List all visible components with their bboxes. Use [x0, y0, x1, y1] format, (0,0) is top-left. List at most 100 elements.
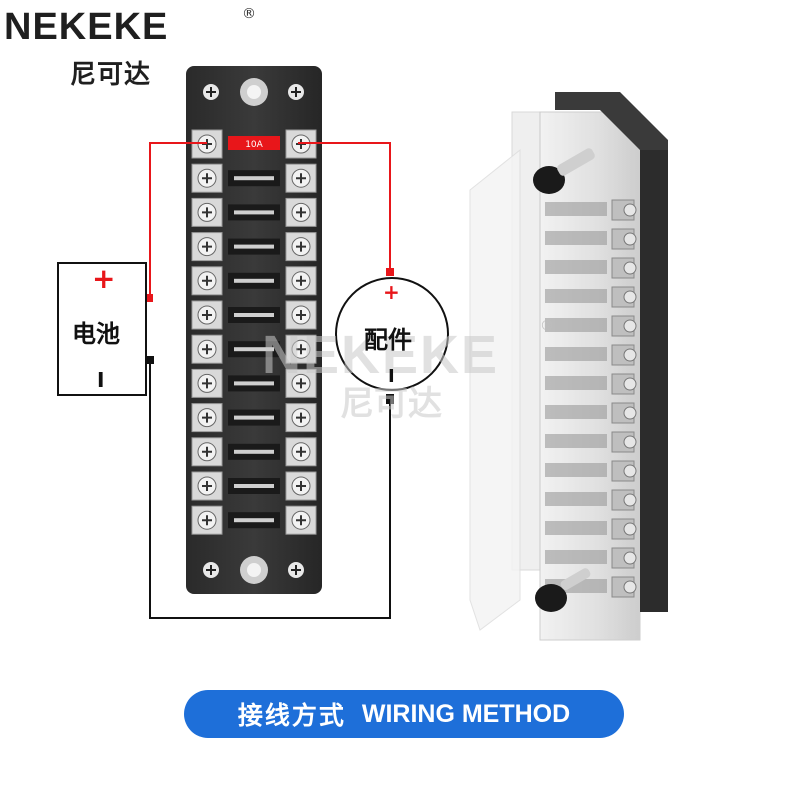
side-fuse-slot: [545, 289, 607, 303]
mount-screw-top-left-icon: [203, 84, 219, 100]
screw-slot: [202, 207, 212, 218]
side-fuse-slot: [545, 347, 607, 361]
battery-box: [57, 262, 147, 396]
side-fuse-slot: [545, 405, 607, 419]
accessory-circle: [335, 277, 449, 391]
logo-text: NEKEKE: [4, 6, 169, 48]
screw-slot: [296, 412, 306, 423]
side-terminal-screw-icon: [623, 580, 637, 594]
brand-name-cn: 尼可达: [70, 60, 152, 90]
side-terminal-screw-icon: [623, 261, 637, 275]
side-fuse-slot: [545, 318, 607, 332]
fuse-slot-contact: [234, 347, 274, 352]
fuse-slot-contact: [234, 244, 274, 249]
screw-slot: [202, 515, 212, 526]
wire-accessory-positive: [298, 142, 391, 272]
side-fuse-slot: [545, 260, 607, 274]
screw-slot: [296, 275, 306, 286]
screw-slot: [296, 481, 306, 491]
registered-mark: ®: [242, 6, 256, 22]
wire-terminal-battery-pos: [145, 294, 153, 302]
screw-slot: [296, 446, 306, 457]
side-terminal-screw-icon: [623, 435, 637, 449]
terminal-screw-icon: [291, 373, 311, 393]
terminal-screw-icon: [197, 237, 217, 257]
fuse-rating-tag: [228, 136, 280, 150]
accessory-positive-sign: +: [383, 280, 400, 304]
mount-screw-bottom-right-icon: [288, 562, 304, 578]
wire-terminal-battery-neg: [146, 356, 154, 364]
side-terminal-screw-icon: [623, 319, 637, 333]
fuse-slot-contact: [234, 210, 274, 215]
battery-positive-sign: +: [92, 262, 116, 295]
terminal-screw-icon: [197, 305, 217, 325]
side-terminal-screw-icon: [623, 551, 637, 565]
watermark-registered-mark: ®: [540, 318, 554, 334]
screw-slot: [296, 310, 306, 320]
side-fuse-slot: [545, 463, 607, 477]
watermark-en: NEKEKE: [262, 325, 500, 385]
screw-slot: [296, 344, 306, 355]
base-dark-side: [640, 150, 668, 612]
fuse-slot-contact: [234, 313, 274, 317]
terminal-screw-icon: [197, 442, 217, 462]
terminal-screw-icon: [197, 202, 217, 222]
screw-slot: [202, 241, 212, 252]
screw-slot: [296, 378, 306, 389]
cap-top-icon: [533, 148, 595, 194]
terminal-screw-icon: [291, 168, 311, 188]
screw-slot: [296, 173, 306, 184]
side-terminal-screw-icon: [623, 203, 637, 217]
wire-negative-return: [149, 360, 391, 619]
screw-slot: [202, 412, 212, 423]
battery-negative-sign: I: [97, 368, 105, 392]
terminal-screw-icon: [197, 339, 217, 359]
fuse-block-3d-view: [469, 92, 668, 641]
side-terminal-screw-icon: [623, 348, 637, 362]
terminal-screw-icon: [291, 237, 311, 257]
terminal-screw-icon: [291, 339, 311, 359]
mount-screw-bottom-left-icon: [203, 562, 219, 578]
side-terminal-screw-icon: [623, 464, 637, 478]
mount-screw-top-right-icon: [288, 84, 304, 100]
wire-terminal-accessory-pos: [386, 268, 394, 276]
fuse-slot-contact: [234, 278, 274, 283]
banner-title-en: WIRING METHOD: [361, 699, 571, 728]
terminal-screw-icon: [197, 271, 217, 291]
side-terminals: [545, 199, 637, 598]
terminal-screw-icon: [197, 510, 217, 530]
wires: [145, 142, 394, 619]
side-fuse-slot: [545, 434, 607, 448]
watermark-cn: 尼可达: [340, 384, 442, 424]
side-terminal-screw-icon: [623, 522, 637, 536]
side-fuse-slot: [545, 550, 607, 564]
side-terminal-screw-icon: [623, 290, 637, 304]
side-terminal-screw-icon: [623, 232, 637, 246]
fuse-slot-contact: [234, 449, 274, 454]
fuse-slot-contact: [234, 415, 274, 420]
side-fuse-slot: [545, 492, 607, 506]
terminal-screw-icon: [197, 373, 217, 393]
screw-slot: [202, 275, 212, 286]
screw-slot: [202, 378, 212, 389]
fuse-slot-contact: [234, 518, 274, 523]
screw-slot: [202, 481, 212, 491]
screw-slot: [296, 515, 306, 526]
fuse-slot-contact: [234, 381, 274, 386]
terminal-screw-icon: [291, 442, 311, 462]
side-fuse-slot: [545, 376, 607, 390]
terminal-screw-icon: [291, 305, 311, 325]
terminal-screw-icon: [197, 476, 217, 496]
terminal-screw-icon: [291, 510, 311, 530]
fuse-block-front: 10A: [186, 66, 322, 594]
side-fuse-slot: [545, 521, 607, 535]
side-fuse-slot: [545, 231, 607, 245]
brand-name-en: NEKEKE: [4, 8, 168, 46]
accessory-label: 配件: [364, 326, 412, 354]
banner-title-cn: 接线方式: [237, 701, 346, 730]
brand-logo: NEKEKE ® 尼可达: [4, 6, 256, 90]
terminal-screw-icon: [291, 202, 311, 222]
fuse-rows: [191, 129, 317, 535]
terminal-screw-icon: [197, 408, 217, 428]
